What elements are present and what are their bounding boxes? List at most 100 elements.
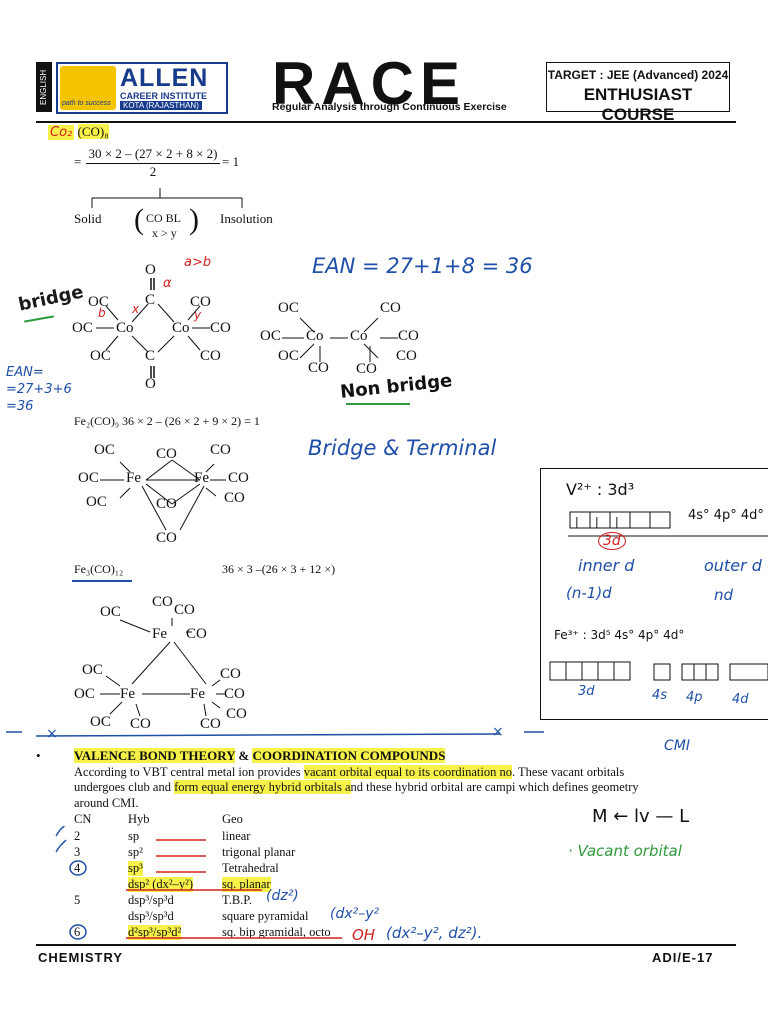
box-outerd: outer d [704,556,762,575]
annotation-b: b [98,306,106,320]
vbt-row-hyb: sp [128,829,140,843]
language-tab: ENGLISH [36,62,52,112]
allen-emblem-icon [60,66,116,110]
fe2-oc-left: OC [78,470,99,486]
ns-co-top: CO [380,300,401,316]
eq-result: = 1 [222,154,240,169]
annotation-ml: M ← lv — L [592,806,690,827]
svg-text:×: × [492,724,504,740]
c-bottom: C [145,348,156,364]
vbt-para-line1: According to VBT central metal ion provi… [74,765,624,780]
fe3-co-top3: CO [186,626,207,642]
race-subtitle: Regular Analysis through Continuous Exer… [272,101,507,113]
footer-subject: CHEMISTRY [38,950,124,965]
fe2-formula: Fe₂(CO)₉ 36 × 2 – (26 × 2 + 9 × 2) = 1 [74,414,260,428]
co-ur: CO [190,294,211,310]
annotation-agtb: a>b [184,255,212,270]
ns-oc-bottom: OC [278,348,299,364]
paren-right: ) [189,203,199,236]
fe3-fe-top: Fe [152,626,167,642]
o-bottom: O [145,376,156,392]
annotation-oh: OH [352,926,376,944]
fe3-co-top2: CO [174,602,195,618]
vbt-title-amp: & [238,748,250,763]
vbt-row-geo: linear [222,829,251,843]
fe2-co-br: CO [224,490,245,506]
allen-logo: path to success ALLEN CAREER INSTITUTE K… [56,62,228,114]
co-right: CO [210,320,231,336]
formula-hand: Co₂ [48,125,75,140]
formula-rest: (CO)₈ [77,124,109,139]
co-metal-left: Co [116,320,134,336]
vbt-row-geo: trigonal planar [222,845,296,859]
paren-left: ( [134,203,144,236]
ns-co-metal-left: Co [306,328,324,344]
box-nd: nd [714,586,734,604]
vbt-para-line2: undergoes club and form equal energy hyb… [74,780,639,795]
ns-oc-left: OC [260,328,281,344]
box-v2-config: V²⁺ : 3d³ [566,480,635,499]
vbt-p2-a: undergoes club and [74,780,175,794]
vbt-row-cn: 6 [74,925,81,939]
svg-text:|: | [595,515,599,528]
vbt-row-geo: sq. planar [222,877,271,892]
fe3-co-br: CO [200,716,221,732]
vbt-bullet: • [36,748,41,763]
vbt-row-hyb: d²sp³/sp³d² [128,925,182,940]
vbt-para-line3: around CMI. [74,796,139,810]
bridged-structure-bonds [96,278,210,378]
co-metal-right: Co [172,320,190,336]
vbt-row-cn: 5 [74,893,81,907]
box-3d-circled: 3d [598,532,626,550]
ns-oc-top: OC [278,300,299,316]
brand-name: ALLEN [120,64,209,92]
fe2-co-top-r: CO [210,442,231,458]
annotation-x: x [132,302,140,316]
annotation-dz2: (dz²) [266,888,299,904]
box-innerd: inner d [578,556,635,575]
branch-co-bl: CO BL [146,211,182,225]
brand-tagline: path to success [62,100,111,107]
vbt-row-hyb: dsp³/sp³d [128,909,174,923]
fe3-co-r1: CO [220,666,241,682]
vbt-p1-b: . These vacant orbitals [511,765,625,779]
vbt-title: VALENCE BOND THEORY & COORDINATION COMPO… [74,748,446,764]
fe2-co-right: CO [228,470,249,486]
vbt-row-cn: 4 [74,861,81,875]
fe3-oc-l1: OC [82,662,103,678]
annotation-ean-left: EAN= =27+3+6 =36 [6,365,72,414]
brand-subtitle: CAREER INSTITUTE [120,91,208,101]
annotation-dx2y2: (dx²–y² [330,906,380,922]
box-orbitals-label: 4s° 4p° 4d° [688,508,764,523]
fe3-underline [72,580,132,582]
fe2-structure-bonds [100,459,226,531]
vbt-row-hyb: dsp² (dx²–y²) [128,877,194,892]
fe3-oc-l3: OC [90,714,111,730]
ns-co-bottom-right-text: CO [356,361,377,377]
notes-box [540,468,768,720]
fe3-co-r3: CO [226,706,247,722]
fe2-co-top-mid: CO [156,446,177,462]
fe3-co-r2: CO [224,686,245,702]
fe2-oc-bottom: OC [86,494,107,510]
eq-equals: = [74,154,82,169]
eq-denominator: 2 [149,164,157,179]
vbt-row-hyb: dsp³/sp³d [128,893,174,907]
box-lab-4s: 4s [652,688,668,703]
vbt-row-cn: 3 [74,845,81,859]
nonbridge-underline [346,403,410,405]
target-line: TARGET : JEE (Advanced) 2024 [547,68,729,82]
vbt-row-geo: square pyramidal [222,909,309,923]
annotation-oh-orbitals: (dx²–y², dz²). [386,924,483,942]
vbt-row-geo: Tetrahedral [222,861,279,875]
target-box: TARGET : JEE (Advanced) 2024 ENTHUSIAST … [546,62,730,124]
annotation-ean-top: EAN = 27+1+8 = 36 [312,254,533,278]
vbt-title-part2: COORDINATION COMPOUNDS [252,748,446,763]
fe3-fe-left: Fe [120,686,135,702]
annotation-bridge-terminal: Bridge & Terminal [308,436,497,460]
annotation-alpha: α [163,276,172,291]
vbt-p2-hl: form equal energy hybrid orbitals a [174,780,351,794]
vbt-row-cn: 2 [74,829,81,843]
vbt-row-geo: sq. bip gramidal, octo [222,925,331,939]
brand-location: KOTA (RAJASTHAN) [120,101,202,110]
